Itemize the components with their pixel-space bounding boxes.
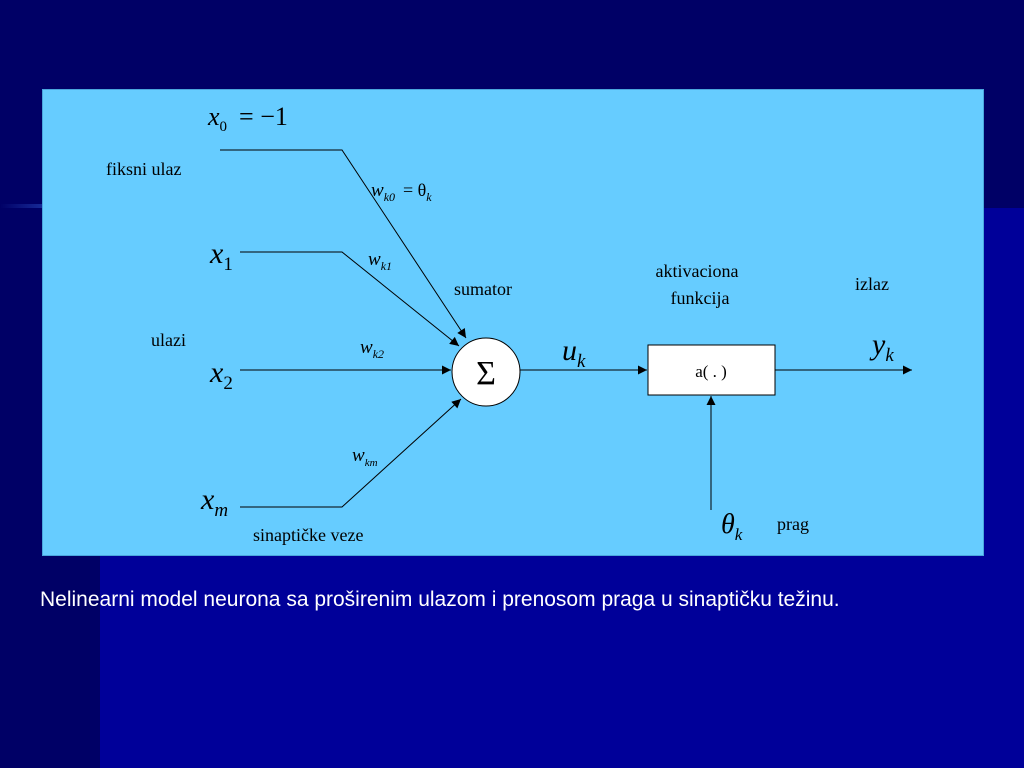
weight-wkm-label: wkm [352, 445, 378, 469]
output-label: izlaz [855, 274, 889, 294]
diagram-panel [42, 89, 984, 556]
weight-wk1-label: wk1 [368, 249, 392, 273]
summator-node [451, 337, 521, 407]
fixed-input-label: fiksni ulaz [106, 159, 181, 179]
activation-label-line1: aktivaciona [656, 261, 739, 281]
connection-x0 [220, 149, 467, 339]
summator-symbol: Σ [476, 355, 496, 392]
summator-label: sumator [454, 279, 512, 299]
slide-caption: Nelinearni model neurona sa proširenim u… [40, 588, 840, 611]
connection-x1 [240, 251, 460, 347]
input-x2-label: x2 [209, 356, 233, 394]
connection-xm [240, 398, 462, 508]
threshold-theta-label: θk [721, 509, 743, 544]
weight-wk2-label: wk2 [360, 337, 384, 361]
activation-function-box [647, 344, 776, 396]
weight-wk0-label: wk0= θk [371, 180, 432, 204]
input-x1-label: x1 [209, 237, 233, 275]
synapses-label: sinaptičke veze [253, 525, 363, 545]
threshold-label: prag [777, 514, 809, 534]
input-xm-label: xm [200, 483, 228, 521]
inputs-label: ulazi [151, 330, 186, 350]
activation-function-label: a( . ) [695, 362, 727, 381]
input-x0-label: x0= −1 [207, 102, 288, 135]
output-yk-label: yk [869, 328, 894, 366]
net-input-label: uk [562, 334, 586, 372]
activation-label-line2: funkcija [671, 288, 730, 308]
